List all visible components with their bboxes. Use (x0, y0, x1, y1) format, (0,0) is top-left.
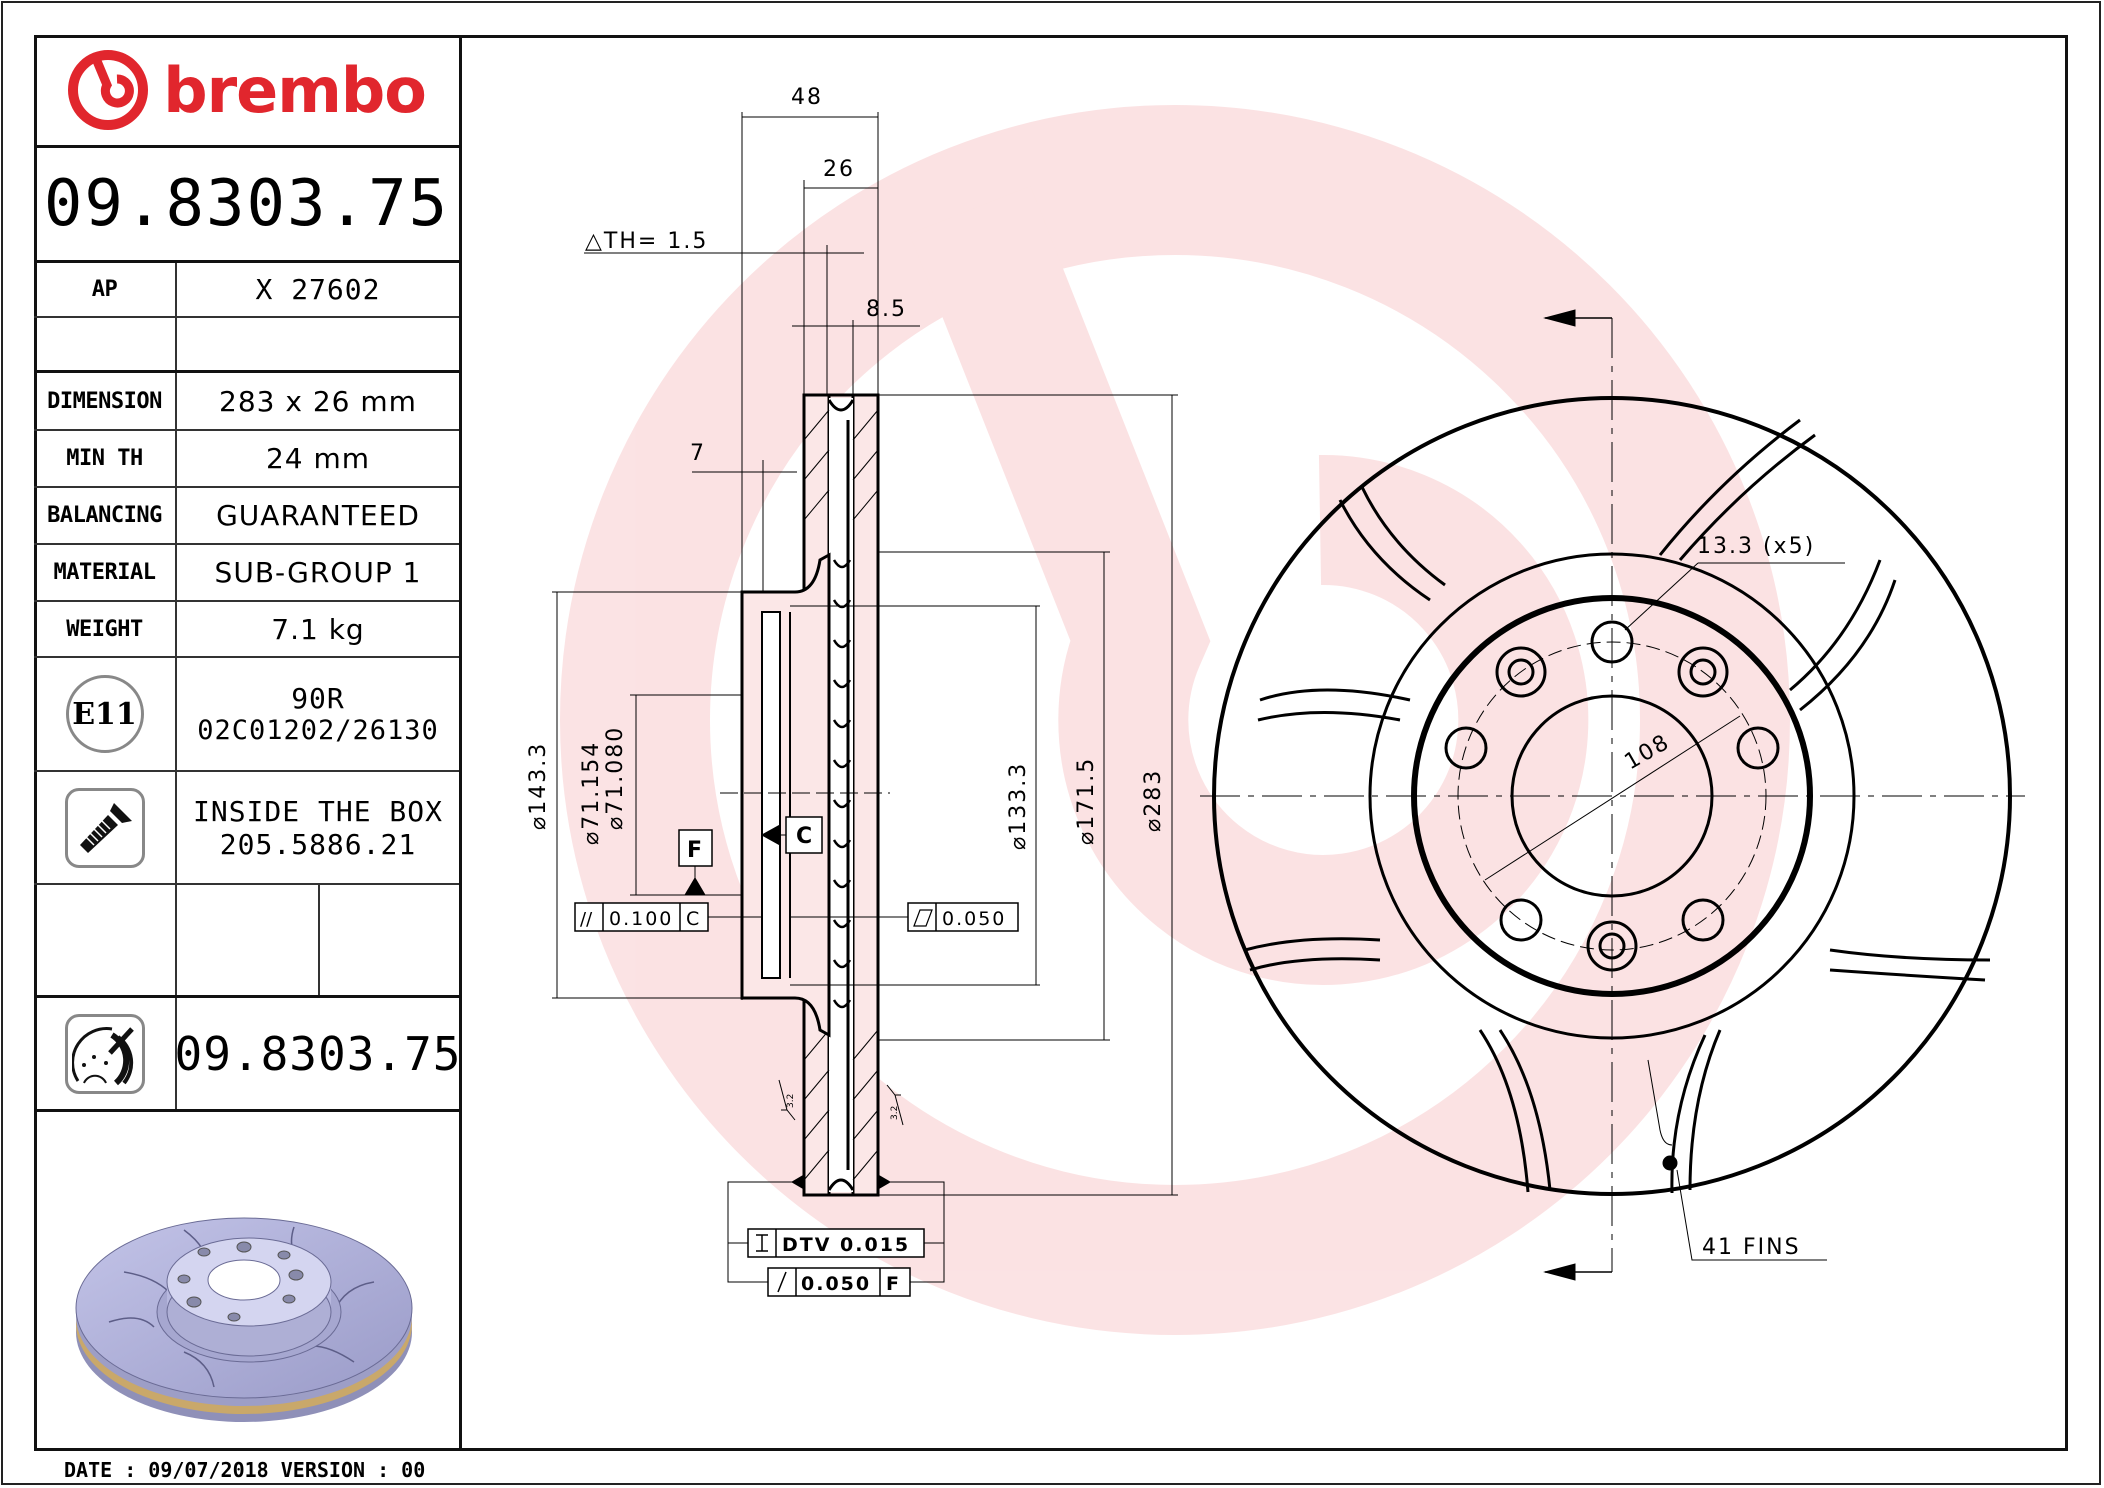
datum-c-label: C (796, 824, 812, 849)
dim-bore-upper: ⌀71.154 (579, 741, 604, 845)
dim-hat-diameter: ⌀143.3 (526, 742, 551, 830)
spec-label: MATERIAL (53, 560, 156, 585)
part-number-row: 09.8303.75 (34, 148, 459, 263)
dim-inner-diameter: ⌀133.3 (1006, 762, 1031, 850)
spec-row-dimension: DIMENSION 283 x 26 mm (34, 373, 459, 431)
dim-overall-width: 48 (791, 85, 823, 110)
spec-value: 283 x 26 mm (219, 384, 417, 418)
spec-row-balancing: BALANCING GUARANTEED (34, 488, 459, 545)
dim-friction-inner: ⌀171.5 (1074, 757, 1099, 845)
part-number: 09.8303.75 (43, 167, 450, 241)
spec-row-blank (34, 318, 459, 373)
approval-line-2: 02C01202/26130 (197, 715, 439, 746)
spec-row-min-th: MIN TH 24 mm (34, 431, 459, 488)
e11-approval-icon: E11 (65, 675, 144, 753)
blank-row (34, 885, 459, 998)
dim-delta-th: △TH= 1.5 (585, 229, 708, 254)
tol-parallel-value: 0.100 (609, 908, 673, 930)
footer-part-row: 09.8303.75 (34, 998, 462, 1112)
technical-drawing: 48 26 △TH= 1.5 8.5 7 ⌀143.3 ⌀71.154 ⌀71.… (462, 35, 2068, 1451)
datum-f-label: F (687, 838, 702, 863)
revision-date: DATE : 09/07/2018 VERSION : 00 (64, 1458, 426, 1482)
dim-hat-offset: 7 (690, 441, 706, 466)
approval-row: E11 90R 02C01202/26130 (34, 658, 459, 772)
fins-label: 41 FINS (1702, 1235, 1801, 1260)
spec-label: AP (91, 277, 118, 302)
spec-value: 7.1 kg (271, 612, 365, 646)
cell-divider (318, 885, 320, 995)
tol-parallel-symbol: // (580, 909, 593, 930)
dim-fin-gap: 8.5 (866, 297, 907, 322)
roughness-right: 3.2 (890, 1106, 900, 1120)
brembo-watermark (560, 105, 1790, 1335)
accessory-line-2: 205.5886.21 (219, 827, 417, 861)
approval-line-1: 90R (291, 682, 345, 715)
footer-part-number: 09.8303.75 (174, 1026, 462, 1081)
spec-label: MIN TH (66, 446, 143, 471)
dim-holes: 13.3 (x5) (1697, 534, 1815, 559)
tol-dtv-value: DTV 0.015 (782, 1234, 910, 1256)
tol-runout-datum: F (886, 1273, 899, 1295)
tol-flatness-value: 0.050 (942, 908, 1006, 930)
spec-row-ap: AP X 27602 (34, 263, 459, 318)
brake-disc-icon (64, 1013, 145, 1094)
spec-label: WEIGHT (66, 616, 143, 642)
spec-label: BALANCING (47, 503, 162, 528)
front-view (1200, 309, 2025, 1281)
tol-parallel-datum: C (686, 908, 701, 930)
brembo-logo: brembo (67, 49, 427, 131)
tol-runout-value: 0.050 (801, 1273, 871, 1295)
spec-row-material: MATERIAL SUB-GROUP 1 (34, 545, 459, 602)
accessory-line-1: INSIDE THE BOX (192, 794, 443, 828)
brembo-logo-icon (68, 50, 149, 130)
brand-name: brembo (163, 53, 427, 127)
drawing-frame (34, 35, 2068, 1451)
roughness-left: 3.2 (786, 1094, 796, 1108)
spec-row-weight: WEIGHT 7.1 kg (34, 602, 459, 658)
approval-badge-text: E11 (72, 696, 137, 732)
spec-value: SUB-GROUP 1 (214, 556, 422, 589)
spec-value: GUARANTEED (216, 499, 420, 532)
accessory-row: INSIDE THE BOX 205.5886.21 (34, 772, 459, 885)
dim-outer-diameter: ⌀283 (1141, 769, 1166, 832)
spec-label: DIMENSION (47, 388, 162, 414)
screw-icon (64, 787, 145, 868)
disc-3d-render (34, 1112, 459, 1448)
section-view (552, 112, 1178, 1297)
title-block: brembo 09.8303.75 AP X 27602 DIMENSION 2… (34, 35, 462, 1451)
dim-thickness: 26 (823, 157, 855, 182)
dim-bore-lower: ⌀71.080 (603, 726, 628, 830)
logo-row: brembo (34, 35, 459, 148)
spec-value: 24 mm (265, 442, 371, 475)
spec-value: X 27602 (255, 273, 381, 306)
drawing-canvas: 48 26 △TH= 1.5 8.5 7 ⌀143.3 ⌀71.154 ⌀71.… (526, 85, 2025, 1335)
